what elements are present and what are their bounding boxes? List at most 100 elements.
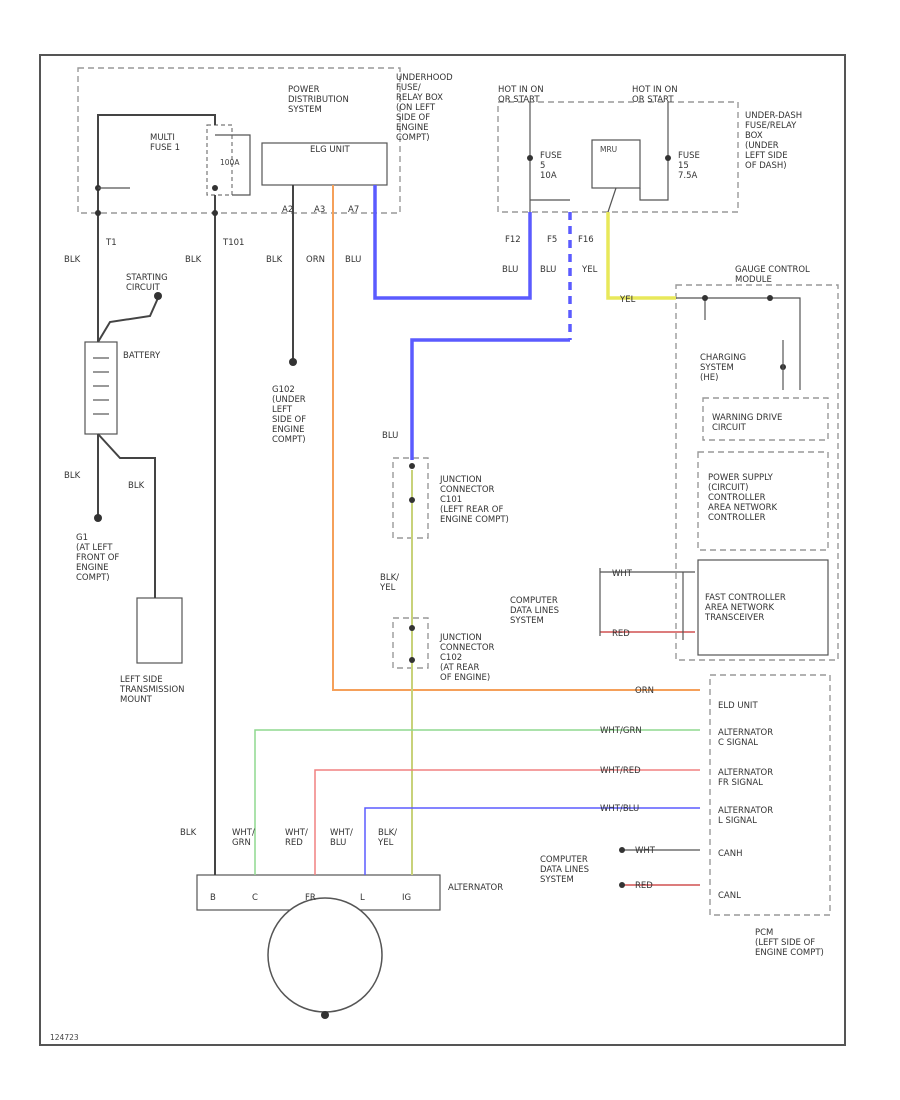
alt-whtred-label: WHT/RED — [285, 828, 308, 848]
fuse-100a-label: 100A — [220, 158, 240, 167]
label-blu-1: BLU — [502, 265, 518, 275]
label-orn-pds: ORN — [306, 255, 325, 265]
mru-box — [591, 139, 641, 189]
transmission-mount-box — [136, 597, 183, 664]
label-blk-bat-2: BLK — [128, 481, 145, 491]
pin-f16: F16 — [578, 235, 594, 245]
alt-whtblu-label: WHT/BLU — [330, 828, 353, 848]
mru-label: MRU — [600, 145, 617, 154]
jc-c102-outline — [392, 617, 429, 669]
label-blk-pds: BLK — [266, 255, 283, 265]
wht-pcm-label: WHT — [635, 846, 656, 856]
alternator-ground-dot — [321, 1011, 329, 1019]
pin-ig: IG — [402, 893, 411, 903]
pin-a3: A3 — [314, 205, 325, 215]
alt-blk-label: BLK — [180, 828, 197, 838]
pcm-box-outline — [709, 674, 831, 916]
alt-blkyel-label: BLK/YEL — [377, 828, 397, 848]
red-gcm-label: RED — [612, 629, 630, 639]
wire-blue-elg — [373, 185, 532, 300]
wht-blu-pcm-label: WHT/BLU — [600, 804, 639, 814]
pin-l: L — [360, 893, 365, 903]
pin-c: C — [252, 893, 258, 903]
label-yel: YEL — [581, 265, 598, 275]
pin-fr: FR — [305, 893, 316, 903]
page-id: 124723 — [50, 1033, 79, 1042]
wht-gcm-label: WHT — [612, 569, 633, 579]
wire-black-main-left — [97, 114, 216, 213]
underhood-box-outline — [77, 67, 401, 214]
wht-red-pcm-label: WHT/RED — [600, 766, 641, 776]
label-blu-2: BLU — [540, 265, 556, 275]
canl-label: CANL — [718, 891, 741, 901]
label-t101: T101 — [222, 238, 244, 248]
gauge-box-outline — [675, 284, 839, 661]
battery-body — [84, 341, 118, 435]
wire-blue-down — [410, 338, 570, 460]
wht-grn-pcm-label: WHT/GRN — [600, 726, 642, 736]
orn-pcm-label: ORN — [635, 686, 654, 696]
label-yel-conn: YEL — [619, 295, 636, 305]
wire-black-starter — [97, 297, 159, 343]
battery-label: BATTERY — [123, 351, 161, 361]
pin-a2: A2 — [282, 205, 293, 215]
jc-c101-outline — [392, 457, 429, 539]
label-blk-left: BLK — [64, 255, 81, 265]
wire-blue-thin — [364, 807, 700, 875]
wire-red — [314, 769, 700, 875]
blu-jc-label: BLU — [382, 431, 398, 441]
canh-label: CANH — [718, 849, 743, 859]
pin-f5: F5 — [547, 235, 557, 245]
wire-black-trans — [97, 433, 156, 598]
label-t1: T1 — [105, 238, 117, 248]
wire-green — [254, 729, 700, 875]
pin-b: B — [210, 893, 216, 903]
power-supply-outline — [697, 451, 829, 551]
elg-unit-pcm-label: ELD UNIT — [718, 701, 758, 711]
red-pcm-label: RED — [635, 881, 653, 891]
label-blk-mid: BLK — [185, 255, 202, 265]
warning-drive-outline — [702, 397, 829, 441]
wire-orange — [332, 185, 700, 691]
pin-f12: F12 — [505, 235, 521, 245]
pin-a7: A7 — [348, 205, 359, 215]
underdash-box-outline — [497, 101, 739, 213]
elg-unit-box — [261, 142, 388, 186]
label-blk-bat-1: BLK — [64, 471, 81, 481]
multi-fuse — [206, 124, 233, 196]
fast-can-box — [697, 559, 829, 656]
wire-yellow — [606, 212, 676, 300]
blk-yel-label: BLK/YEL — [379, 573, 399, 593]
alt-whtgrn-label: WHT/GRN — [232, 828, 255, 848]
alternator-body — [267, 897, 383, 1013]
alternator-label: ALTERNATOR — [448, 883, 503, 893]
label-blu-pds: BLU — [345, 255, 361, 265]
diagram-frame — [39, 54, 846, 1046]
